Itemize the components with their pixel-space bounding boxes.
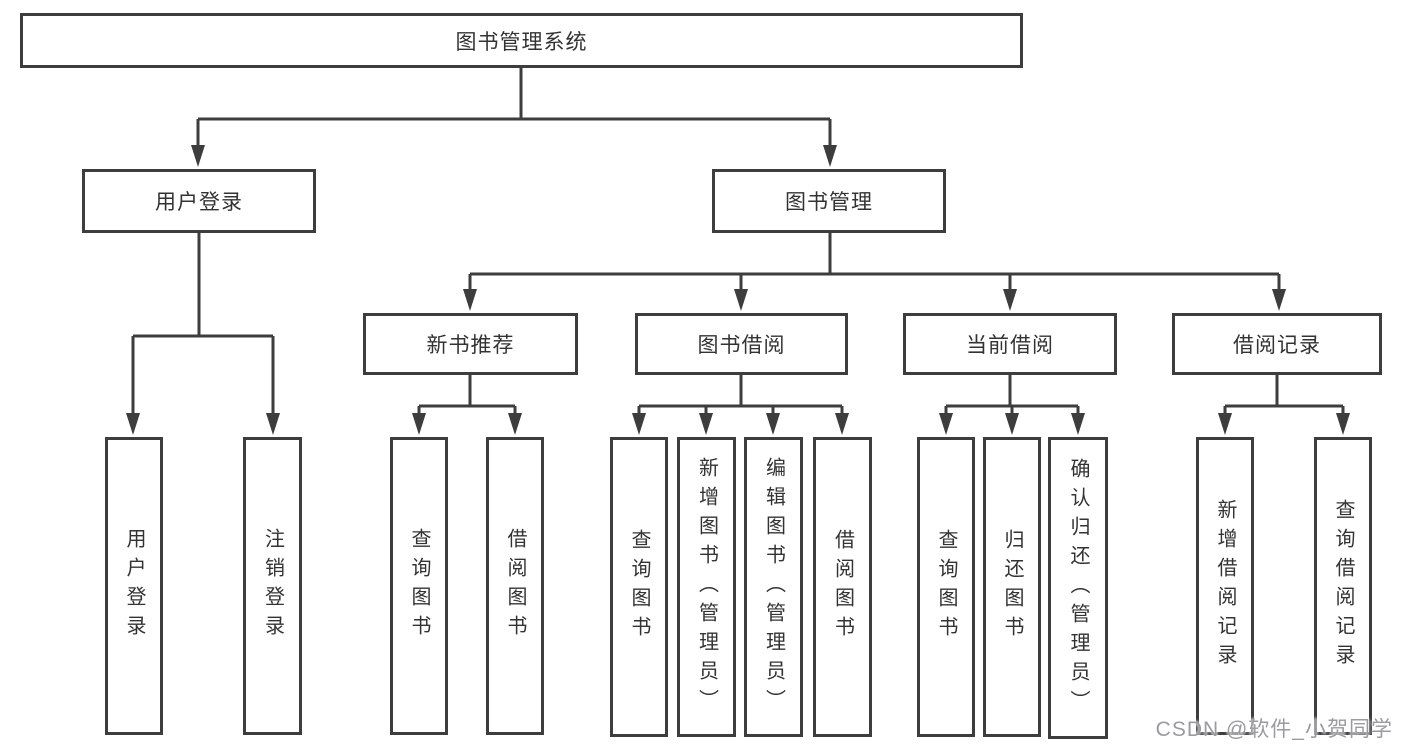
leaf-label: 查询图书 [935,529,957,645]
leaf-confirm-return-admin: 确认归还（管理员） [1048,437,1108,739]
leaf-query-books-1: 查询图书 [390,437,448,735]
leaf-label: 查询图书 [628,529,650,645]
leaf-add-book-admin: 新增图书（管理员） [677,437,736,737]
node-borrow-record: 借阅记录 [1172,313,1382,375]
leaf-label: 借阅图书 [504,528,526,644]
node-label: 当前借阅 [966,334,1054,357]
node-book-management: 图书管理 [712,169,946,233]
leaf-query-books-2: 查询图书 [610,437,668,737]
leaf-label: 注销登录 [261,528,284,644]
leaf-label: 查询借阅记录 [1332,499,1354,673]
node-label: 用户登录 [155,191,243,214]
leaf-user-login: 用户登录 [105,437,163,735]
node-root-system: 图书管理系统 [20,13,1023,68]
leaf-query-books-3: 查询图书 [917,437,975,737]
leaf-borrow-books-1: 借阅图书 [486,437,544,735]
node-book-borrow: 图书借阅 [635,313,848,375]
node-label: 图书管理 [785,191,873,214]
node-label: 图书管理系统 [455,30,588,54]
node-label: 新书推荐 [426,334,515,357]
leaf-label: 借阅图书 [831,529,854,645]
leaf-return-book: 归还图书 [983,437,1041,737]
leaf-edit-book-admin: 编辑图书（管理员） [744,437,803,737]
csdn-watermark: CSDN @软件_小贺同学 [1155,718,1393,741]
leaf-label: 确认归还（管理员） [1067,457,1089,719]
leaf-label: 归还图书 [1001,529,1023,645]
leaf-add-borrow-record: 新增借阅记录 [1196,437,1254,735]
leaf-borrow-books-2: 借阅图书 [813,437,872,737]
node-current-borrow: 当前借阅 [903,313,1117,375]
leaf-label: 编辑图书（管理员） [762,456,785,718]
node-user-login: 用户登录 [82,169,316,233]
node-new-book-recommend: 新书推荐 [363,313,578,375]
leaf-label: 新增图书（管理员） [695,456,718,718]
leaf-label: 新增借阅记录 [1214,499,1236,673]
node-label: 借阅记录 [1233,334,1321,357]
node-label: 图书借阅 [697,334,786,357]
leaf-label: 查询图书 [408,528,430,644]
leaf-label: 用户登录 [123,528,145,644]
leaf-query-borrow-record: 查询借阅记录 [1314,437,1372,735]
leaf-logout: 注销登录 [243,437,302,735]
